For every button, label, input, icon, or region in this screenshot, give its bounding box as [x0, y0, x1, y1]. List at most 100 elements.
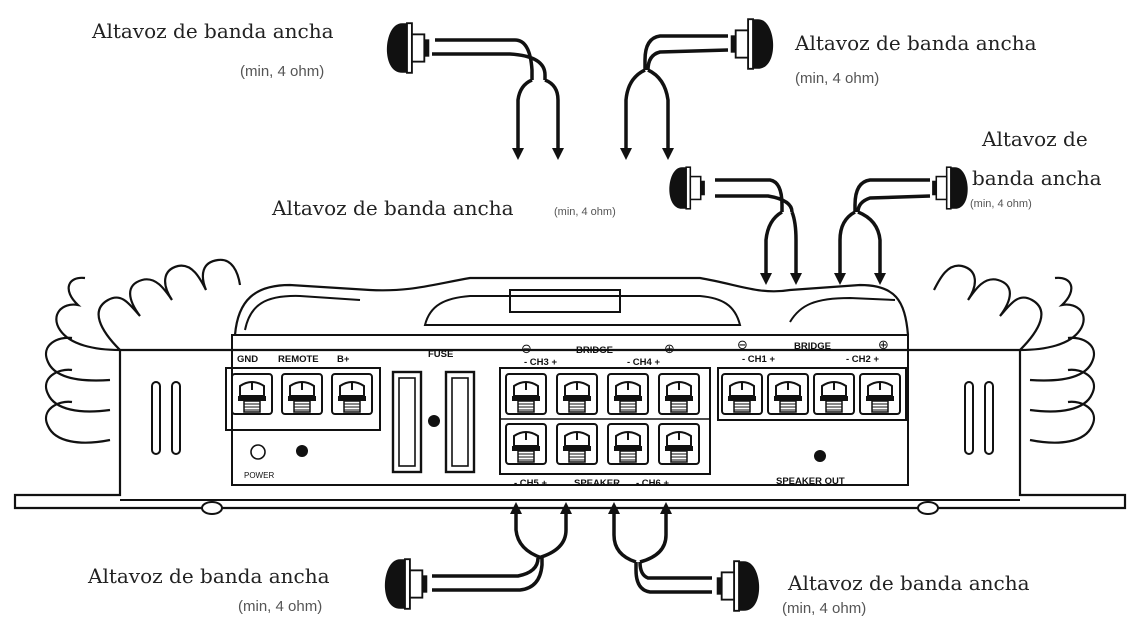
terminal-frame-b — [717, 367, 907, 421]
speaker-label-middle: Altavoz de banda ancha — [271, 196, 514, 220]
wire-top-right — [624, 34, 729, 150]
impedance-top-right: (min, 4 ohm) — [795, 70, 879, 87]
speakers — [384, 18, 968, 612]
terminal-ch5-plus — [556, 423, 598, 465]
arrow-ch2-minus — [834, 273, 846, 285]
fuse-screw — [428, 415, 440, 427]
arrow-ch5-minus — [510, 502, 522, 514]
speaker-terminal-block-a: ⊖ BRIDGE ⊕ - CH3 + - CH4 + - CH5 + SPEAK… — [499, 342, 711, 489]
wires — [432, 34, 931, 594]
top-cover — [233, 276, 910, 336]
amplifier — [13, 258, 1127, 515]
speaker-icon-middle — [669, 166, 705, 210]
bridge-label-a: BRIDGE — [576, 345, 613, 356]
speaker-label-right-line2: banda ancha — [972, 166, 1102, 190]
bridge-minus-symbol-b: ⊖ — [737, 338, 748, 353]
arrow-ch4-plus — [662, 148, 674, 160]
arrow-ch3-plus — [552, 148, 564, 160]
speaker-label-top-right: Altavoz de banda ancha — [794, 31, 1037, 55]
power-terminal-block: GND REMOTE B+ POWER — [225, 354, 381, 480]
speaker-terminal-block-b: ⊖ BRIDGE ⊕ - CH1 + - CH2 + SPEAKER OUT — [717, 338, 907, 487]
terminal-ch3-plus — [556, 373, 598, 415]
speaker-label: SPEAKER — [574, 478, 620, 489]
speaker-magnet — [720, 571, 736, 601]
wire-right — [838, 178, 931, 275]
terminal-gnd — [231, 373, 273, 415]
speaker-back — [422, 575, 428, 593]
terminal-ch1-minus — [721, 373, 763, 415]
power-led-label: POWER — [244, 471, 274, 480]
speaker-magnet — [734, 29, 750, 59]
speaker-cone — [384, 559, 405, 609]
arrow-ch4-minus — [620, 148, 632, 160]
wire-middle — [715, 178, 798, 275]
speaker-magnet — [689, 175, 702, 201]
speaker-magnet — [408, 569, 424, 599]
speaker-cone — [950, 167, 968, 209]
speaker-out-led — [814, 450, 826, 462]
labels: Altavoz de banda ancha (min, 4 ohm) Alta… — [87, 19, 1102, 617]
speaker-back — [932, 180, 937, 196]
wire-bottom-left — [432, 510, 568, 592]
terminal-ch4-minus — [607, 373, 649, 415]
terminal-ch6-minus — [607, 423, 649, 465]
vent-left — [151, 381, 181, 455]
power-led — [250, 444, 266, 460]
base-flange — [13, 348, 1127, 510]
speaker-magnet — [410, 33, 426, 63]
ch6-label: - CH6 + — [636, 478, 669, 489]
speaker-icon-top-right — [730, 18, 774, 70]
ch1-label: - CH1 + — [742, 354, 775, 365]
terminal-ch5-minus — [505, 423, 547, 465]
terminal-ch3-minus — [505, 373, 547, 415]
arrow-ch1-plus — [790, 273, 802, 285]
terminal-ch2-minus — [813, 373, 855, 415]
arrow-ch6-minus — [608, 502, 620, 514]
speaker-cone — [386, 23, 407, 73]
fuse-block: FUSE — [391, 349, 476, 474]
ch5-label: - CH5 + — [514, 478, 547, 489]
fuse-label: FUSE — [428, 349, 453, 360]
speaker-back — [700, 180, 705, 196]
speaker-icon-top-left — [386, 22, 430, 74]
speaker-label-bottom-right: Altavoz de banda ancha — [787, 571, 1030, 595]
arrow-ch5-plus — [560, 502, 572, 514]
bridge-label-b: BRIDGE — [794, 341, 831, 352]
terminal-ch2-plus — [859, 373, 901, 415]
top-cover-inner — [244, 294, 896, 331]
power-terminal-frame — [225, 367, 381, 431]
terminal-bplus — [331, 373, 373, 415]
ch3-label: - CH3 + — [524, 357, 557, 368]
speaker-cone — [669, 167, 687, 209]
fuse-1-inner — [398, 377, 416, 467]
speaker-icon-bottom-left — [384, 558, 428, 610]
mount-foot-left — [201, 501, 223, 515]
speaker-out-label: SPEAKER OUT — [776, 476, 845, 487]
impedance-bottom-right: (min, 4 ohm) — [782, 600, 866, 617]
remote-label: REMOTE — [278, 354, 319, 365]
terminal-ch4-plus — [658, 373, 700, 415]
ch2-label: - CH2 + — [846, 354, 879, 365]
heatsink-left — [45, 258, 242, 444]
speaker-icon-right — [932, 166, 968, 210]
impedance-bottom-left: (min, 4 ohm) — [238, 598, 322, 615]
speaker-label-top-left: Altavoz de banda ancha — [91, 19, 334, 43]
speaker-cone — [753, 19, 774, 69]
speaker-label-bottom-left: Altavoz de banda ancha — [87, 564, 330, 588]
speaker-back — [716, 577, 722, 595]
impedance-middle: (min, 4 ohm) — [554, 206, 616, 218]
arrow-ch2-plus — [874, 273, 886, 285]
speaker-label-right-line1: Altavoz de — [981, 127, 1088, 151]
arrow-ch1-minus — [760, 273, 772, 285]
impedance-top-left: (min, 4 ohm) — [240, 63, 324, 80]
arrow-ch6-plus — [660, 502, 672, 514]
bridge-plus-symbol-a: ⊕ — [664, 342, 675, 357]
speaker-back — [424, 39, 430, 57]
label-plate — [509, 289, 621, 313]
mount-foot-right — [917, 501, 939, 515]
gnd-label: GND — [237, 354, 258, 365]
fuse-2-inner — [451, 377, 469, 467]
wire-top-left — [432, 38, 560, 150]
remote-led — [296, 445, 308, 457]
